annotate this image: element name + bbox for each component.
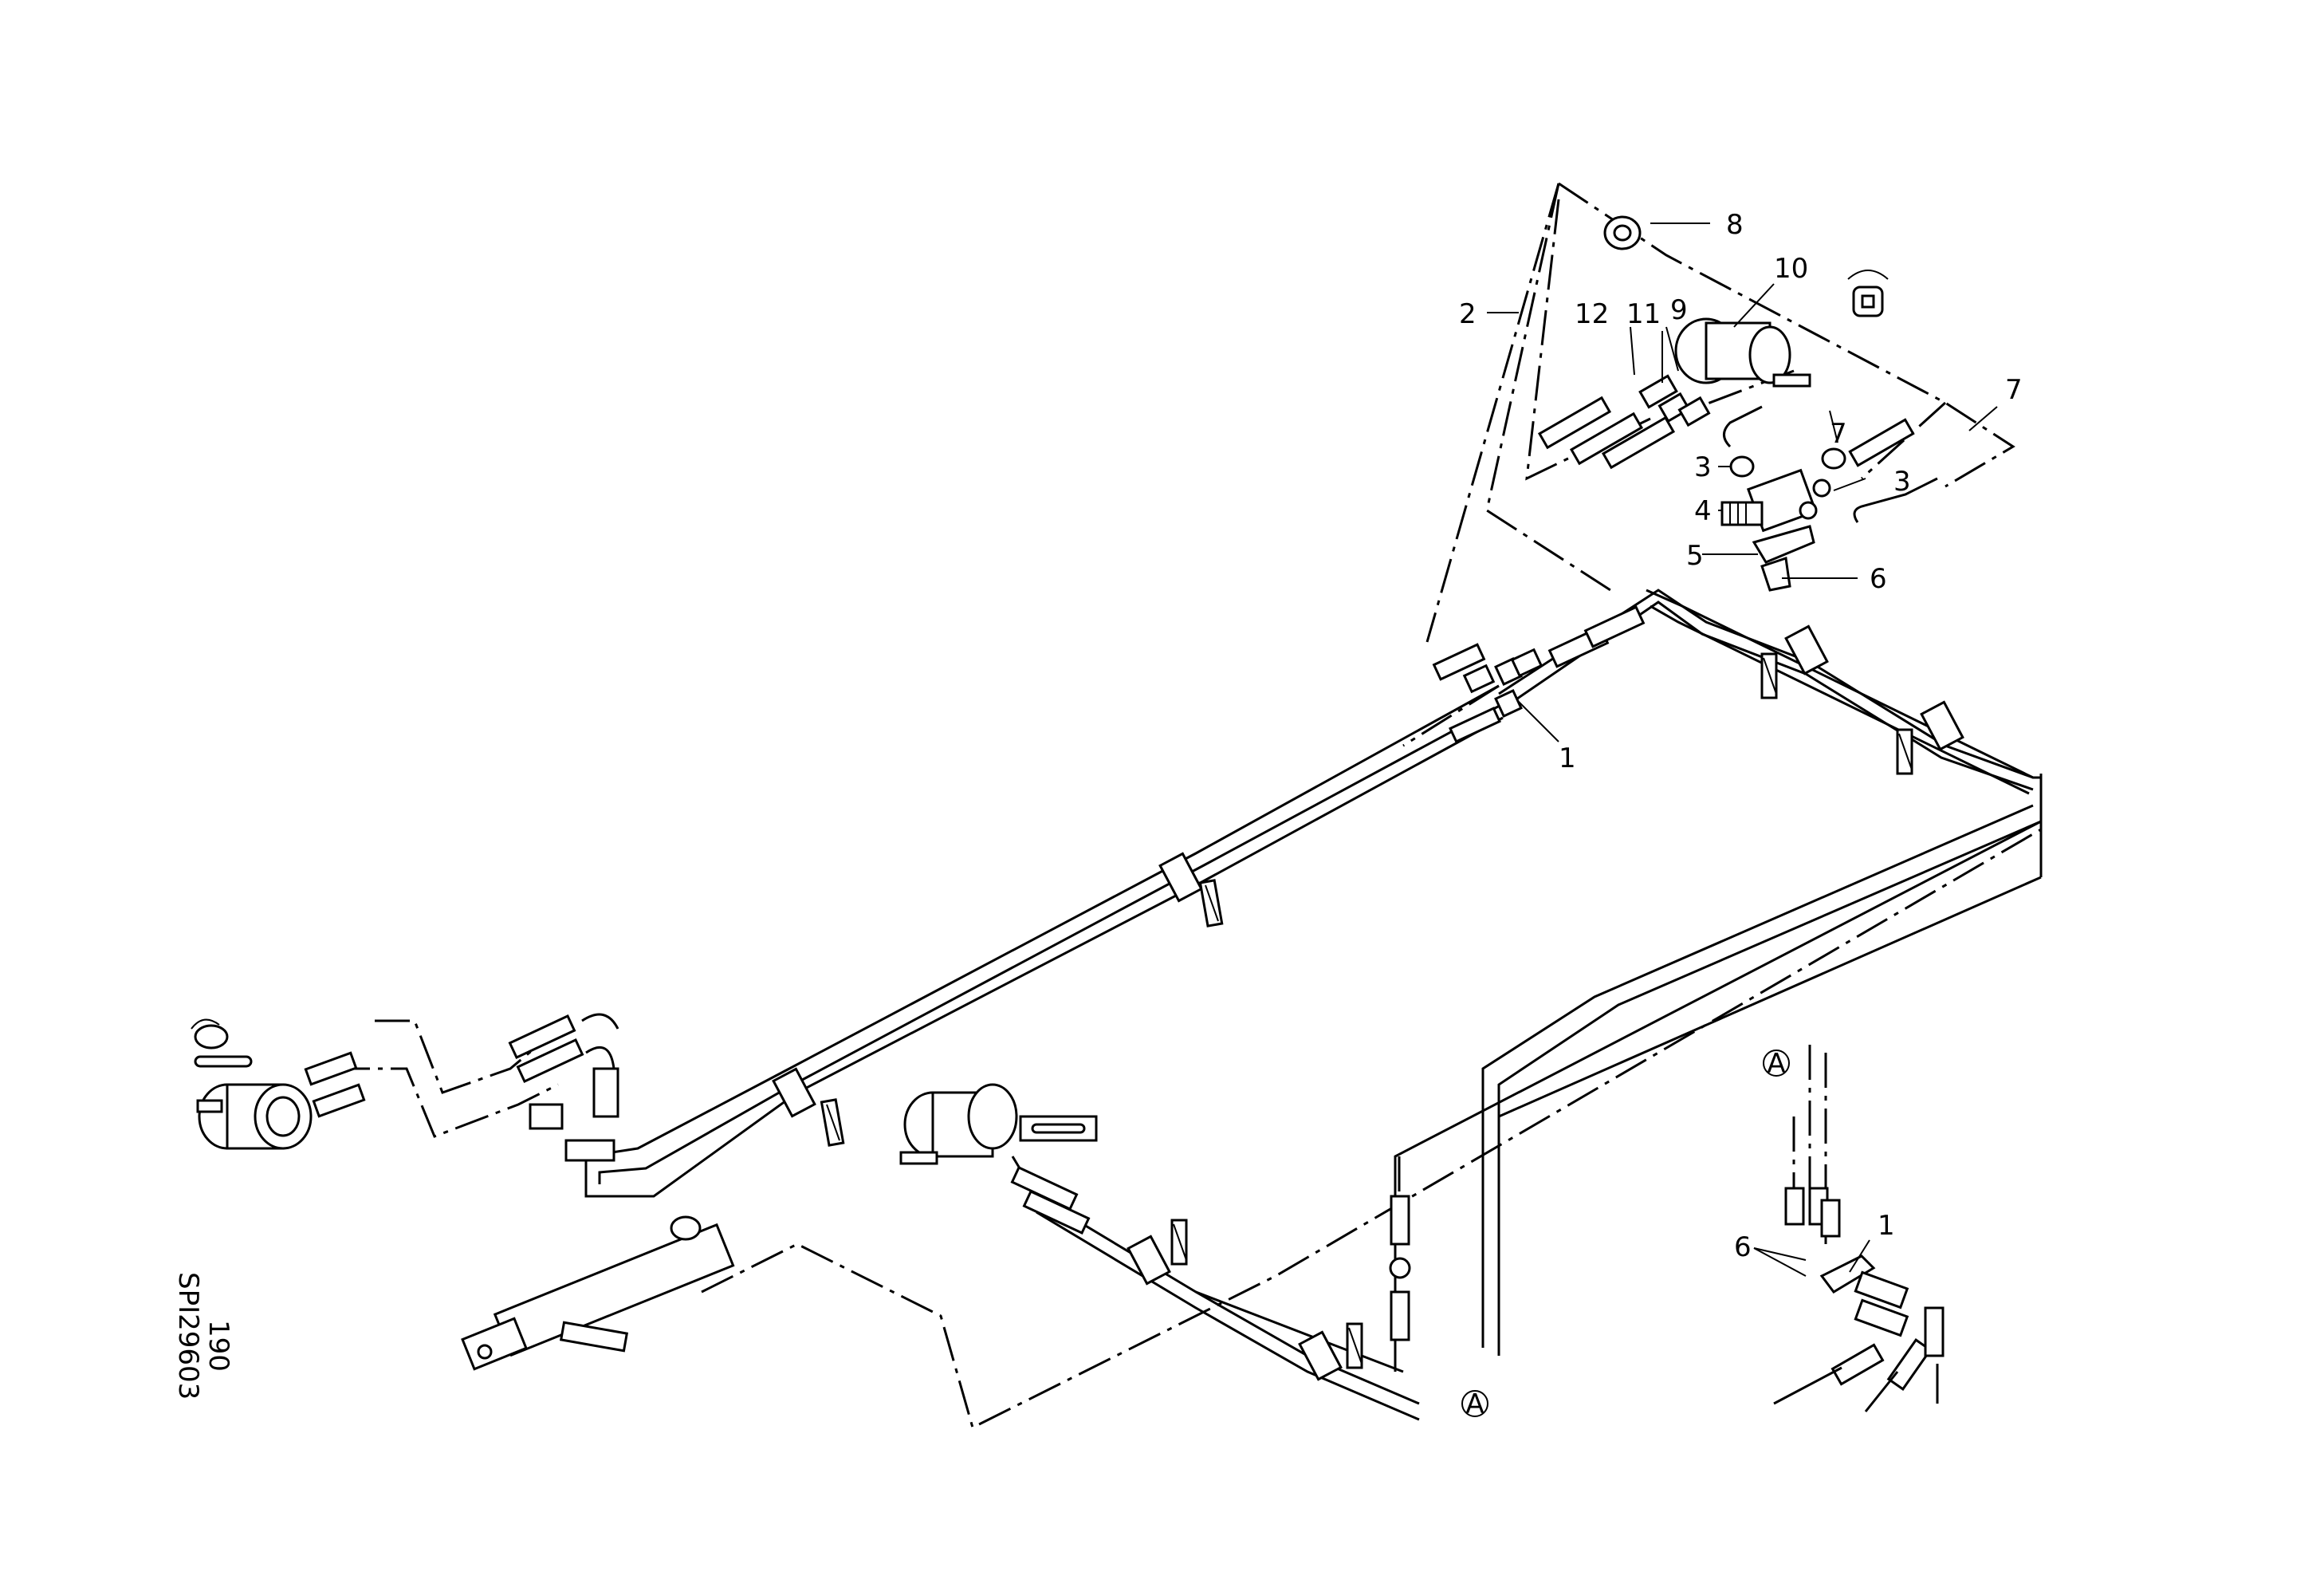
rotation-symbol-left [191,1018,253,1068]
left-fittings [304,1013,619,1162]
callout-10: 10 [1774,253,1808,285]
view-marker-text: A [1767,1048,1785,1080]
pipe-clamps [772,624,1964,1381]
callout-11: 11 [1626,298,1661,330]
drawing-id: SPI29603 [172,1272,204,1400]
view-marker-a-bottom: A [1461,1388,1488,1420]
callout-3-right: 3 [1893,466,1911,498]
center-couplings [1432,605,1646,743]
callout-1-detail: 1 [1878,1210,1895,1242]
side-codes: 190 SPI29603 [172,1272,234,1400]
detail-view-a [1773,1187,1945,1412]
callout-1-top: 1 [1559,742,1576,774]
callout-2: 2 [1459,298,1477,330]
callout-6-detail: 6 [1734,1231,1752,1263]
valve-cluster-top [1537,215,1938,592]
center-motor-cluster [899,1083,1098,1235]
clamp-lower-2 [1298,1322,1363,1381]
hydraulic-cylinder [461,1215,735,1371]
hydraulic-motor-top [1674,317,1811,388]
rotation-symbol-top [1847,270,1889,317]
clamp-upper-1 [1158,852,1224,927]
vertical-fittings [1389,1195,1411,1341]
callout-6-top: 6 [1870,563,1887,595]
callout-7-mid: 7 [1830,418,1847,450]
callout-9: 9 [1670,294,1688,326]
callout-8: 8 [1726,209,1744,241]
clamp-right-2 [1896,700,1964,775]
main-pipe-run [584,589,2034,1421]
hydraulic-motor-center [899,1083,1018,1165]
control-valve [1720,468,1938,533]
callout-3-left: 3 [1694,451,1712,483]
callout-5: 5 [1686,540,1704,572]
left-motor-cluster [191,1013,619,1162]
view-marker-text: A [1465,1388,1484,1420]
chassis-frame [1195,589,2043,1373]
view-marker-a-top: A [1763,1048,1790,1080]
fittings-top [1537,374,1915,478]
callout-7-right: 7 [2005,374,2023,406]
clamp-right-1 [1760,624,1829,699]
leader-lines [1487,223,1998,1277]
hydraulic-motor-left [196,1083,313,1150]
clamp-lower-1 [1127,1219,1188,1286]
callout-4: 4 [1694,495,1712,527]
clamp-upper-2 [772,1067,845,1147]
page-number: 190 [203,1320,234,1372]
callout-12: 12 [1575,298,1609,330]
center-fittings [1010,1166,1091,1235]
callout-labels: 8 10 2 12 11 9 7 7 3 3 4 5 6 1 1 6 [1459,209,2023,1263]
bracket [1752,525,1815,592]
slot-symbol-center [1019,1115,1098,1142]
